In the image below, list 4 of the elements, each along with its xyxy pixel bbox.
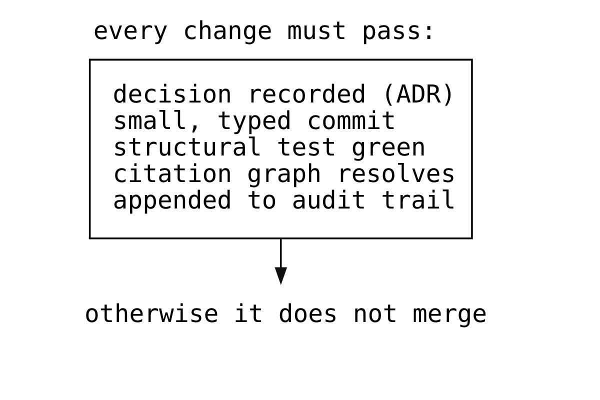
node-label: every change must pass: (93, 16, 436, 45)
node-box: decision recorded (ADR) small, typed commit structural test green citation graph resolves appended to audit trail (88, 58, 473, 240)
arrow (274, 238, 288, 285)
node-text: otherwise it does not merge (84, 298, 488, 328)
